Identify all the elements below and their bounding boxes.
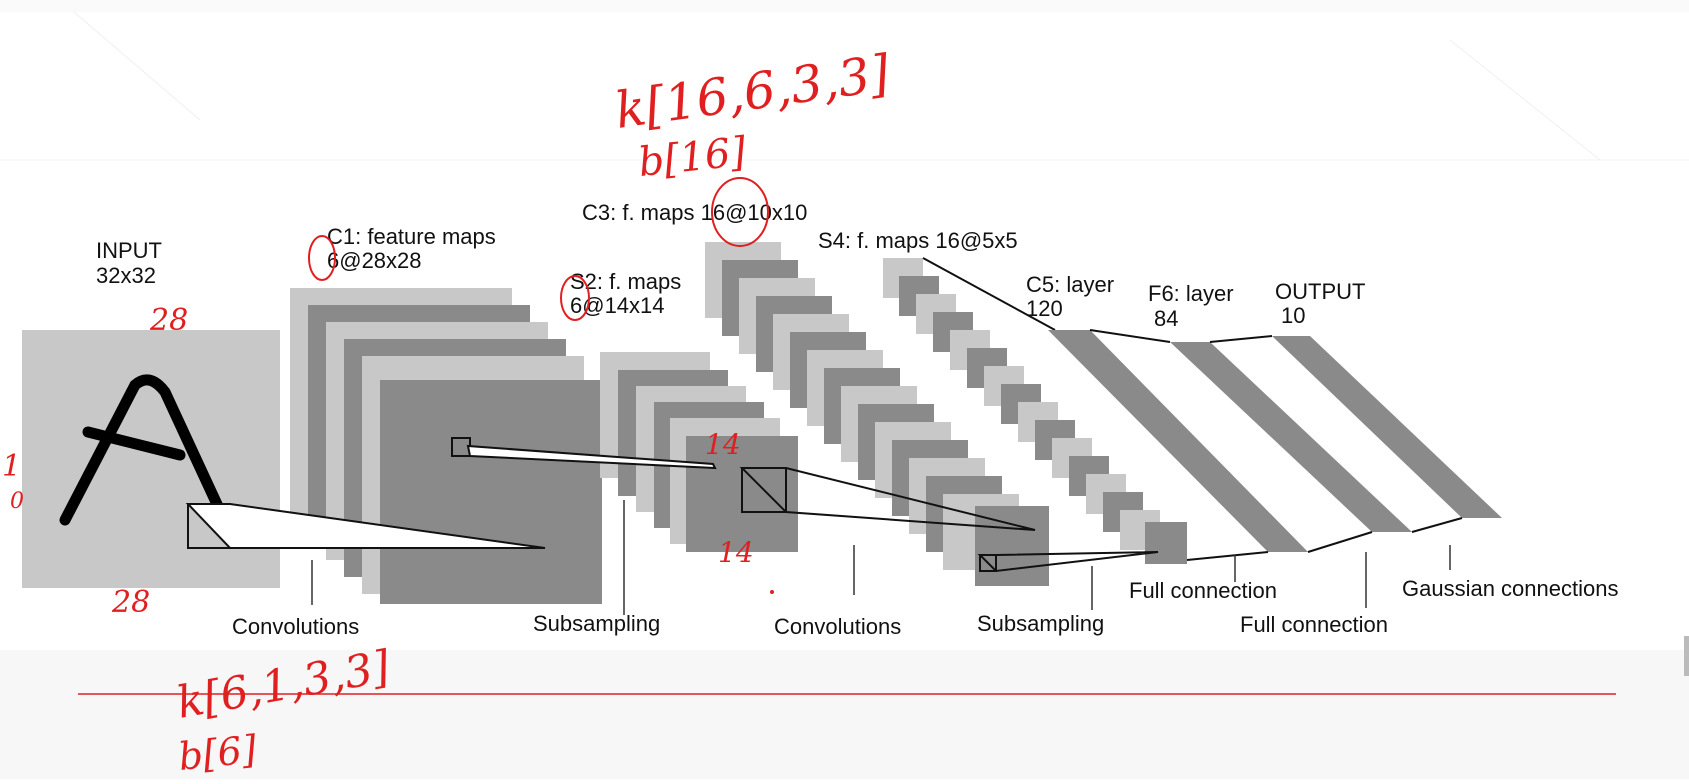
circle-c3-channel-count [711, 177, 769, 247]
input-size: 32x32 [96, 263, 156, 288]
right-edge-control[interactable] [1684, 636, 1689, 676]
top-band [0, 0, 1689, 12]
s4-feature-map-stack [883, 258, 1187, 564]
annotation-input-top: 28 [149, 303, 188, 338]
c1-feature-map-stack [290, 288, 602, 604]
conv1-projection [185, 503, 546, 549]
operation-ticks [311, 500, 1451, 615]
f6-layer-band [1170, 342, 1412, 532]
op-convolutions-1: Convolutions [232, 614, 359, 639]
annotation-kernel-c3: k[16,6,3,3] [612, 44, 894, 140]
red-dot [770, 590, 774, 594]
s4-to-c5-edge-bottom [1186, 551, 1269, 561]
annotation-input-bottom: 28 [111, 585, 150, 620]
sub2-projection [977, 551, 1159, 573]
annotation-input-left: 1 [2, 449, 21, 484]
annotation-bias-c3: b[16] [636, 129, 748, 186]
c1-title: C1: feature maps [327, 224, 496, 249]
s4-to-c5-edge-top [922, 257, 1056, 331]
f6-output-connection-top [1209, 335, 1273, 343]
input-image-plane [22, 330, 280, 588]
op-subsampling-1: Subsampling [533, 611, 660, 636]
op-full-connection-2: Full connection [1240, 612, 1388, 637]
c5-title: C5: layer [1026, 272, 1114, 297]
bottom-band [0, 650, 1689, 779]
output-layer-band [1272, 336, 1502, 518]
conv2-projection [739, 467, 1036, 531]
output-size: 10 [1281, 303, 1305, 328]
op-gaussian-connections: Gaussian connections [1402, 576, 1618, 601]
c5-size: 120 [1026, 296, 1063, 321]
background-lines [0, 0, 1689, 161]
annotation-s2-bottom: 14 [718, 536, 754, 569]
input-title: INPUT [96, 238, 162, 263]
c5-f6-connection-bottom [1307, 531, 1373, 553]
c5-f6-connection-top [1089, 329, 1171, 343]
f6-size: 84 [1154, 306, 1178, 331]
circle-c1-channel-count [308, 235, 336, 281]
s2-feature-map-stack [600, 352, 798, 552]
s4-title: S4: f. maps 16@5x5 [818, 228, 1018, 253]
op-subsampling-2: Subsampling [977, 611, 1104, 636]
red-annotations [78, 177, 1616, 695]
f6-title: F6: layer [1148, 281, 1234, 306]
circle-s2-channel-count [560, 275, 590, 321]
f6-output-connection-bottom [1411, 517, 1463, 533]
s2-title: S2: f. maps [570, 269, 681, 294]
input-letter-a-glyph [59, 374, 234, 534]
c1-size: 6@28x28 [327, 248, 422, 273]
output-title: OUTPUT [1275, 279, 1365, 304]
sub1-projection [466, 444, 717, 470]
op-full-connection-1: Full connection [1129, 578, 1277, 603]
c3-title: C3: f. maps 16@10x10 [582, 200, 807, 225]
c5-layer-band [1048, 330, 1308, 552]
annotation-s2-top: 14 [705, 428, 741, 461]
op-convolutions-2: Convolutions [774, 614, 901, 639]
annotation-bias-c1: b[6] [176, 727, 258, 779]
annotation-input-left-sub: 0 [10, 489, 24, 514]
